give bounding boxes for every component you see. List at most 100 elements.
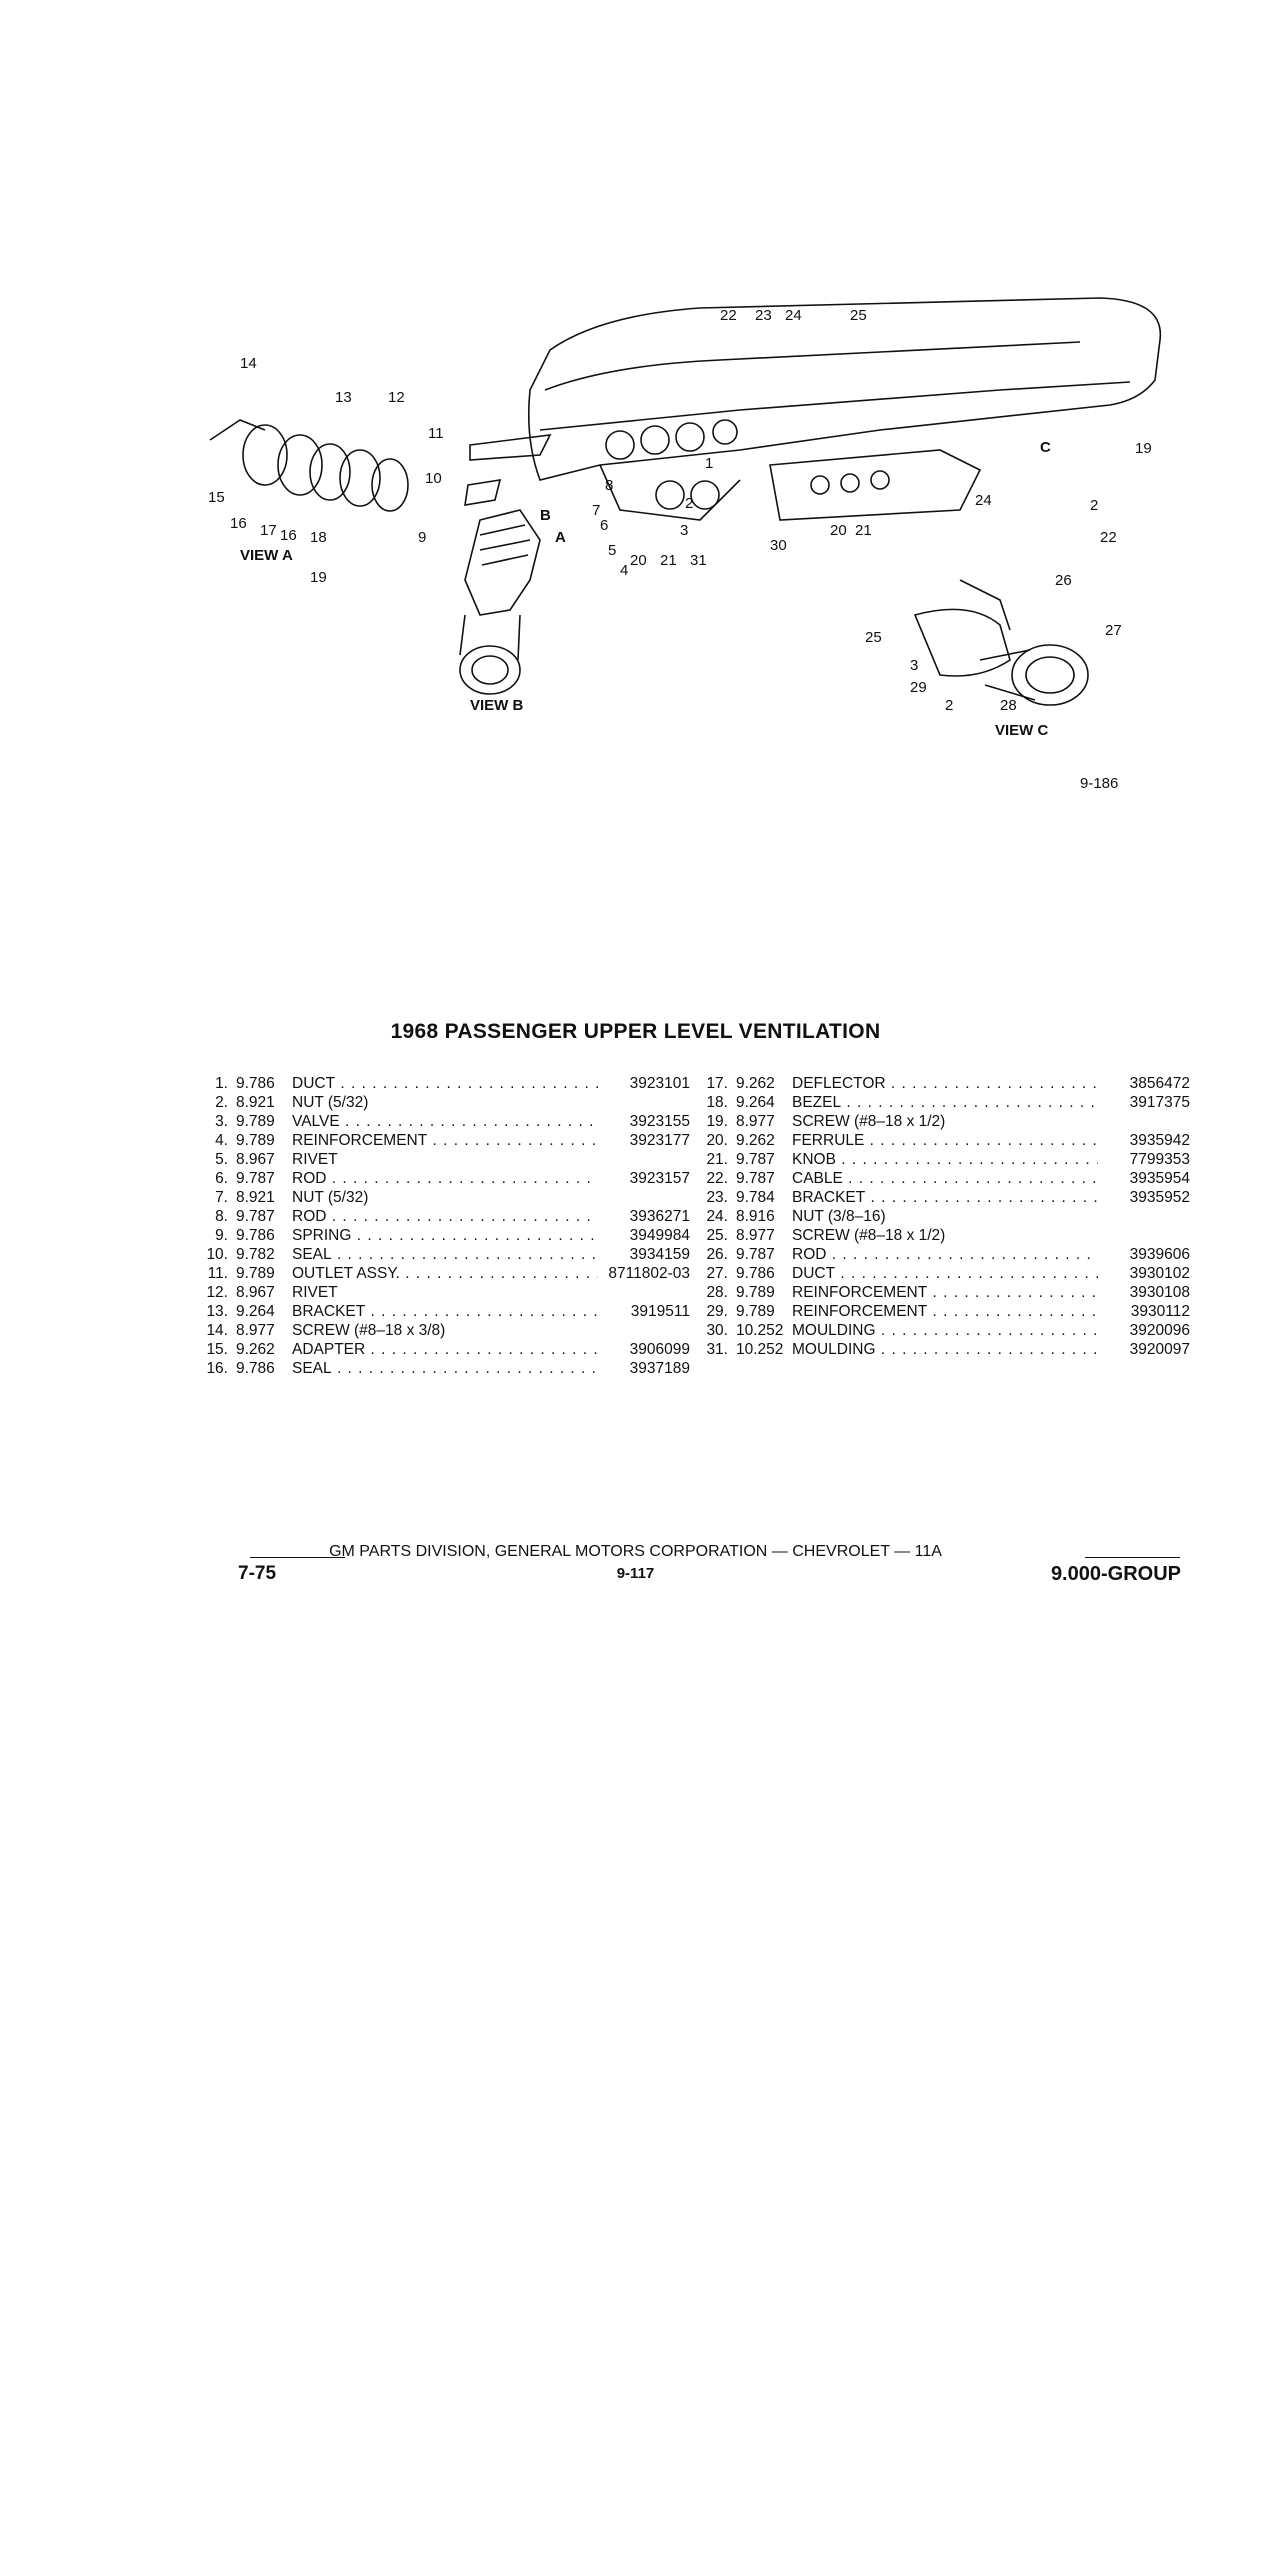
callout: 19: [1135, 440, 1152, 457]
footer-page-number: 9-117: [616, 1565, 655, 1582]
part-number: 3923157: [598, 1169, 690, 1188]
footer-group: 9.000-GROUP: [1050, 1563, 1181, 1585]
group-number: 9.789: [736, 1303, 775, 1320]
group-number: 9.789: [236, 1113, 275, 1130]
part-description: SEAL: [292, 1359, 598, 1378]
marker-b: B: [540, 507, 551, 524]
callout: 20: [830, 522, 847, 539]
group-number: 9.264: [736, 1094, 775, 1111]
parts-row: 20.9.262FERRULE3935942: [690, 1131, 1190, 1150]
callout: 22: [720, 307, 737, 324]
parts-list-right: 17.9.262DEFLECTOR385647218.9.264BEZEL391…: [690, 1074, 1190, 1359]
callout: 10: [425, 470, 442, 487]
part-number: 3919511: [598, 1302, 690, 1321]
group-number: 9.787: [736, 1170, 775, 1187]
item-number: 1.: [215, 1075, 228, 1092]
part-description: SEAL: [292, 1245, 598, 1264]
part-description: KNOB: [792, 1150, 1098, 1169]
group-number: 8.977: [736, 1113, 775, 1130]
parts-row: 26.9.787ROD3939606: [690, 1245, 1190, 1264]
part-description: VALVE: [292, 1112, 598, 1131]
part-number: 7799353: [1098, 1150, 1190, 1169]
group-number: 9.789: [236, 1265, 275, 1282]
part-number: 3935954: [1098, 1169, 1190, 1188]
footer-publisher: GM PARTS DIVISION, GENERAL MOTORS CORPOR…: [329, 1543, 942, 1560]
part-description: SCREW (#8–18 x 1/2): [792, 1227, 946, 1244]
item-number: 7.: [215, 1189, 228, 1206]
part-description: BRACKET: [292, 1302, 598, 1321]
parts-row: 9.9.786SPRING3949984: [190, 1226, 690, 1245]
item-number: 3.: [215, 1113, 228, 1130]
part-number: 3939606: [1098, 1245, 1190, 1264]
item-number: 31.: [706, 1341, 728, 1358]
group-number: 9.262: [736, 1075, 775, 1092]
callout: 24: [975, 492, 992, 509]
group-number: 8.967: [236, 1151, 275, 1168]
group-number: 9.786: [236, 1227, 275, 1244]
group-number: 9.262: [236, 1341, 275, 1358]
part-description: SPRING: [292, 1226, 598, 1245]
callout: 26: [1055, 572, 1072, 589]
part-description: ADAPTER: [292, 1340, 598, 1359]
item-number: 12.: [206, 1284, 228, 1301]
parts-row: 1.9.786DUCT3923101: [190, 1074, 690, 1093]
parts-row: 29.9.789REINFORCEMENT3930112: [690, 1302, 1190, 1321]
callout: 18: [310, 529, 327, 546]
parts-row: 13.9.264BRACKET3919511: [190, 1302, 690, 1321]
item-number: 21.: [706, 1151, 728, 1168]
callout: 8: [605, 477, 613, 494]
callout: 4: [620, 562, 628, 579]
parts-row: 31.10.252MOULDING3920097: [690, 1340, 1190, 1359]
parts-row: 8.9.787ROD3936271: [190, 1207, 690, 1226]
footer-rule-left: [250, 1557, 345, 1558]
callout: 21: [660, 552, 677, 569]
part-number: 3856472: [1098, 1074, 1190, 1093]
part-number: 3934159: [598, 1245, 690, 1264]
item-number: 15.: [206, 1341, 228, 1358]
callout: 3: [910, 657, 918, 674]
group-number: 9.786: [236, 1360, 275, 1377]
part-number: 3949984: [598, 1226, 690, 1245]
item-number: 27.: [706, 1265, 728, 1282]
exploded-diagram: 1 2 3 4 5 6 7 8 9 10 11 12 13 14 15 16 1…: [180, 280, 1180, 800]
part-description: OUTLET ASSY.: [292, 1264, 598, 1283]
item-number: 22.: [706, 1170, 728, 1187]
part-description: DUCT: [292, 1074, 598, 1093]
item-number: 18.: [706, 1094, 728, 1111]
part-number: 3923155: [598, 1112, 690, 1131]
part-number: 3930112: [1098, 1302, 1190, 1321]
item-number: 29.: [706, 1303, 728, 1320]
part-number: 3930108: [1098, 1283, 1190, 1302]
part-description: BRACKET: [792, 1188, 1098, 1207]
item-number: 6.: [215, 1170, 228, 1187]
parts-row: 28.9.789REINFORCEMENT3930108: [690, 1283, 1190, 1302]
item-number: 8.: [215, 1208, 228, 1225]
item-number: 26.: [706, 1246, 728, 1263]
part-description: ROD: [292, 1207, 598, 1226]
callout: 20: [630, 552, 647, 569]
callout: 16: [280, 527, 297, 544]
group-number: 8.916: [736, 1208, 775, 1225]
group-number: 10.252: [736, 1322, 784, 1339]
callout: 12: [388, 389, 405, 406]
callout: 25: [850, 307, 867, 324]
callout: 14: [240, 355, 257, 372]
group-number: 8.921: [236, 1189, 275, 1206]
part-number: 3923101: [598, 1074, 690, 1093]
parts-row: 4.9.789REINFORCEMENT3923177: [190, 1131, 690, 1150]
callout: 2: [945, 697, 953, 714]
item-number: 11.: [207, 1265, 228, 1282]
parts-row: 22.9.787CABLE3935954: [690, 1169, 1190, 1188]
callout: 2: [685, 495, 693, 512]
footer-date: 7-75: [238, 1563, 277, 1584]
part-number: 3917375: [1098, 1093, 1190, 1112]
part-description: MOULDING: [792, 1340, 1098, 1359]
part-number: 3930102: [1098, 1264, 1190, 1283]
item-number: 14.: [206, 1322, 228, 1339]
view-b-label: VIEW B: [470, 697, 524, 714]
item-number: 28.: [706, 1284, 728, 1301]
